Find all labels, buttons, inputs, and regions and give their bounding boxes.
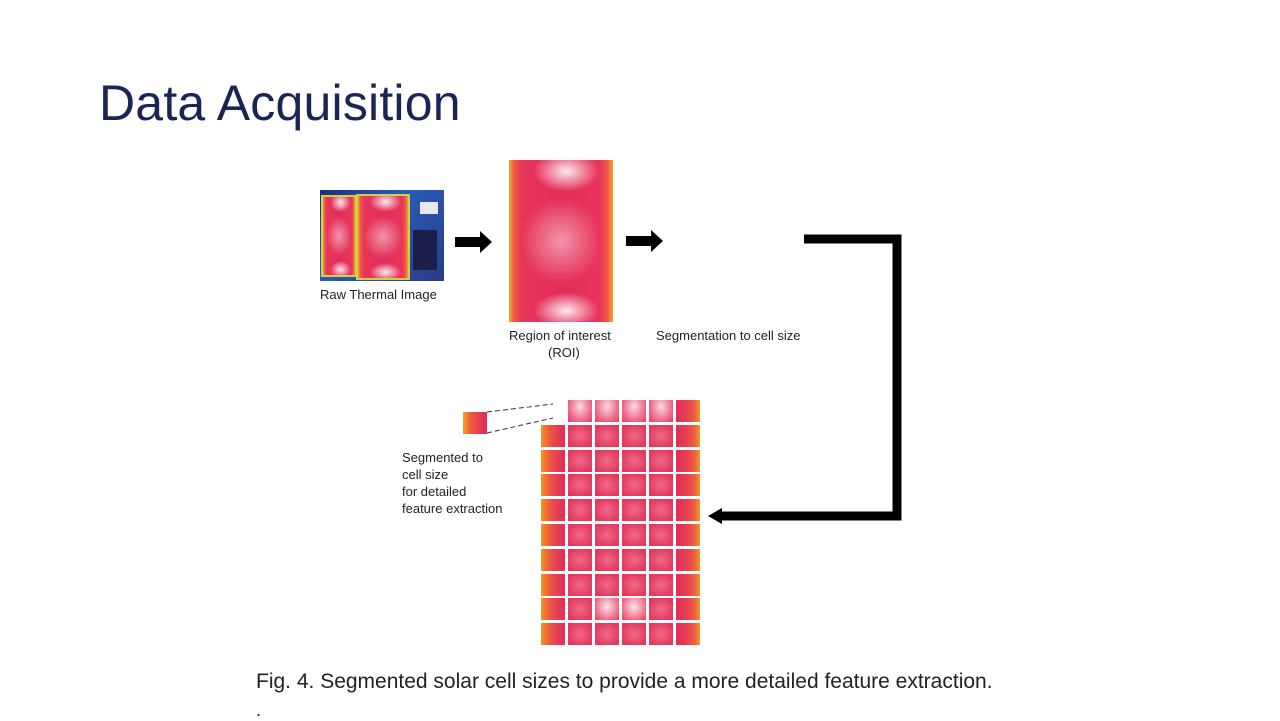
- zoom-guide-line: [486, 403, 554, 413]
- segmented-cell: [649, 524, 673, 546]
- segmented-cell: [676, 598, 700, 621]
- raw-thermal-label: Raw Thermal Image: [320, 287, 437, 302]
- detail-label-line: feature extraction: [402, 501, 503, 516]
- segmented-cell: [649, 499, 673, 522]
- segmented-cell: [541, 623, 565, 646]
- segmented-cell: [595, 548, 619, 571]
- segmented-cell: [676, 623, 700, 646]
- segmented-cell: [649, 424, 673, 447]
- segmented-cell: [595, 598, 619, 621]
- segmented-cell: [676, 573, 700, 596]
- segmented-cell: [595, 449, 619, 472]
- segmented-cell: [568, 524, 592, 546]
- segmented-cell: [676, 548, 700, 571]
- segmented-cell: [676, 424, 700, 447]
- page-title: Data Acquisition: [99, 75, 461, 131]
- segmented-cell: [622, 400, 646, 422]
- segmented-cell: [568, 499, 592, 522]
- segmented-cell: [541, 449, 565, 472]
- segmented-cell: [541, 598, 565, 621]
- segmented-cell: [568, 449, 592, 472]
- segmented-cell: [595, 623, 619, 646]
- segmented-cell: [595, 424, 619, 447]
- segmented-cell: [622, 449, 646, 472]
- segmented-cell: [541, 573, 565, 596]
- segmented-cell: [676, 499, 700, 522]
- segmented-cell: [568, 573, 592, 596]
- segmented-cell: [541, 548, 565, 571]
- segmented-cell: [622, 573, 646, 596]
- segmented-cell: [622, 598, 646, 621]
- segmented-cell: [568, 623, 592, 646]
- arrow-right-icon: [626, 230, 663, 252]
- segmented-cell: [595, 499, 619, 522]
- detail-label-line: cell size: [402, 467, 449, 482]
- segmented-cell: [595, 400, 619, 422]
- segmented-cell: [676, 524, 700, 546]
- segmented-cell: [595, 524, 619, 546]
- segmented-cell: [568, 424, 592, 447]
- background-object: [413, 230, 437, 270]
- segmented-cell: [649, 598, 673, 621]
- segmented-cell: [649, 474, 673, 497]
- arrow-right-icon: [455, 231, 492, 253]
- detail-label-line: Segmented to: [402, 450, 483, 465]
- segmented-cell: [541, 499, 565, 522]
- trailing-mark: .: [256, 700, 262, 720]
- segmented-cell: [649, 400, 673, 422]
- segmented-cell: [649, 573, 673, 596]
- segmented-cell: [541, 424, 565, 447]
- raw-thermal-image: [320, 190, 444, 281]
- segmented-cell: [568, 474, 592, 497]
- segmented-cell: [649, 623, 673, 646]
- thermal-panel-right: [356, 194, 410, 280]
- segmentation-grid: [678, 160, 781, 322]
- thermal-panel-left: [321, 195, 357, 277]
- roi-label-line1: Region of interest: [509, 328, 611, 343]
- roi-label-line2: (ROI): [548, 345, 580, 360]
- segmented-cell: [595, 573, 619, 596]
- segmented-cell: [676, 449, 700, 472]
- segmented-cell: [622, 424, 646, 447]
- segmentation-label: Segmentation to cell size: [656, 328, 801, 343]
- segmented-cell: [595, 474, 619, 497]
- detail-label-line: for detailed: [402, 484, 467, 499]
- segmented-cell: [676, 474, 700, 497]
- background-object: [420, 202, 438, 214]
- segmented-cell: [541, 524, 565, 546]
- segmented-cell: [622, 499, 646, 522]
- segmented-cell: [541, 474, 565, 497]
- segmented-cell: [676, 400, 700, 422]
- segmented-cell: [622, 548, 646, 571]
- segmented-cell: [622, 524, 646, 546]
- zoomed-cell: [463, 412, 487, 434]
- segmented-cell: [568, 548, 592, 571]
- segmented-cell: [649, 548, 673, 571]
- segmented-cell: [568, 598, 592, 621]
- segmented-cell: [649, 449, 673, 472]
- segmented-cell: [568, 400, 592, 422]
- segmented-cell: [622, 474, 646, 497]
- arrow-left-icon: [708, 508, 722, 524]
- figure-caption: Fig. 4. Segmented solar cell sizes to pr…: [256, 670, 993, 693]
- segmented-cell: [622, 623, 646, 646]
- roi-image: [509, 160, 613, 322]
